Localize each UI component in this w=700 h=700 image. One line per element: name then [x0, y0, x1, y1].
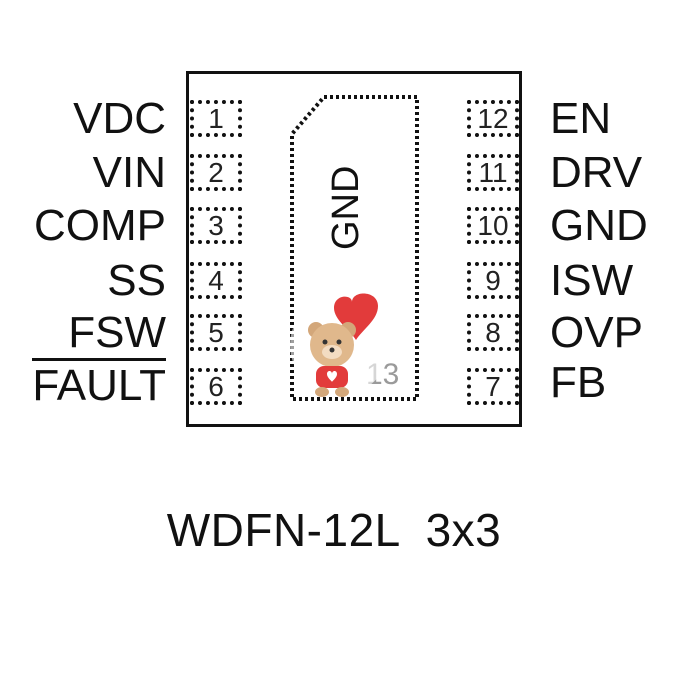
pin-4-pad: 4 — [190, 262, 242, 299]
package-caption: WDFN-12L 3x3 — [166, 504, 502, 556]
pin-11-label: DRV — [550, 148, 643, 197]
pin-8-pad: 8 — [467, 314, 519, 351]
bear-watermark-icon — [290, 293, 390, 397]
pin-1-label: VDC — [73, 94, 166, 143]
pin-10-label: GND — [550, 201, 648, 250]
pin-9-label: ISW — [550, 256, 634, 305]
pin-5-label: FSW — [68, 308, 166, 357]
pin-10-pad: 10 — [467, 207, 519, 244]
pin-3-pad: 3 — [190, 207, 242, 244]
pin-6-pad: 6 — [190, 368, 242, 405]
pin-3-label: COMP — [34, 201, 166, 250]
pin-7-label: FB — [550, 358, 607, 407]
pin-12-label: EN — [550, 94, 612, 143]
pin-2-label: VIN — [92, 148, 166, 197]
pin-6-label: FAULT — [32, 358, 166, 411]
exposed-pad-label: GND — [325, 165, 367, 250]
pin-2-pad: 2 — [190, 154, 242, 191]
package-outline — [186, 71, 522, 427]
pin-12-pad: 12 — [467, 100, 519, 137]
pin-7-pad: 7 — [467, 368, 519, 405]
pin-1-pad: 1 — [190, 100, 242, 137]
pin-4-label: SS — [107, 256, 166, 305]
pin-11-pad: 11 — [467, 154, 519, 191]
exposed-pad — [290, 95, 419, 401]
pin-9-pad: 9 — [467, 262, 519, 299]
pin-8-label: OVP — [550, 308, 643, 357]
pin-5-pad: 5 — [190, 314, 242, 351]
